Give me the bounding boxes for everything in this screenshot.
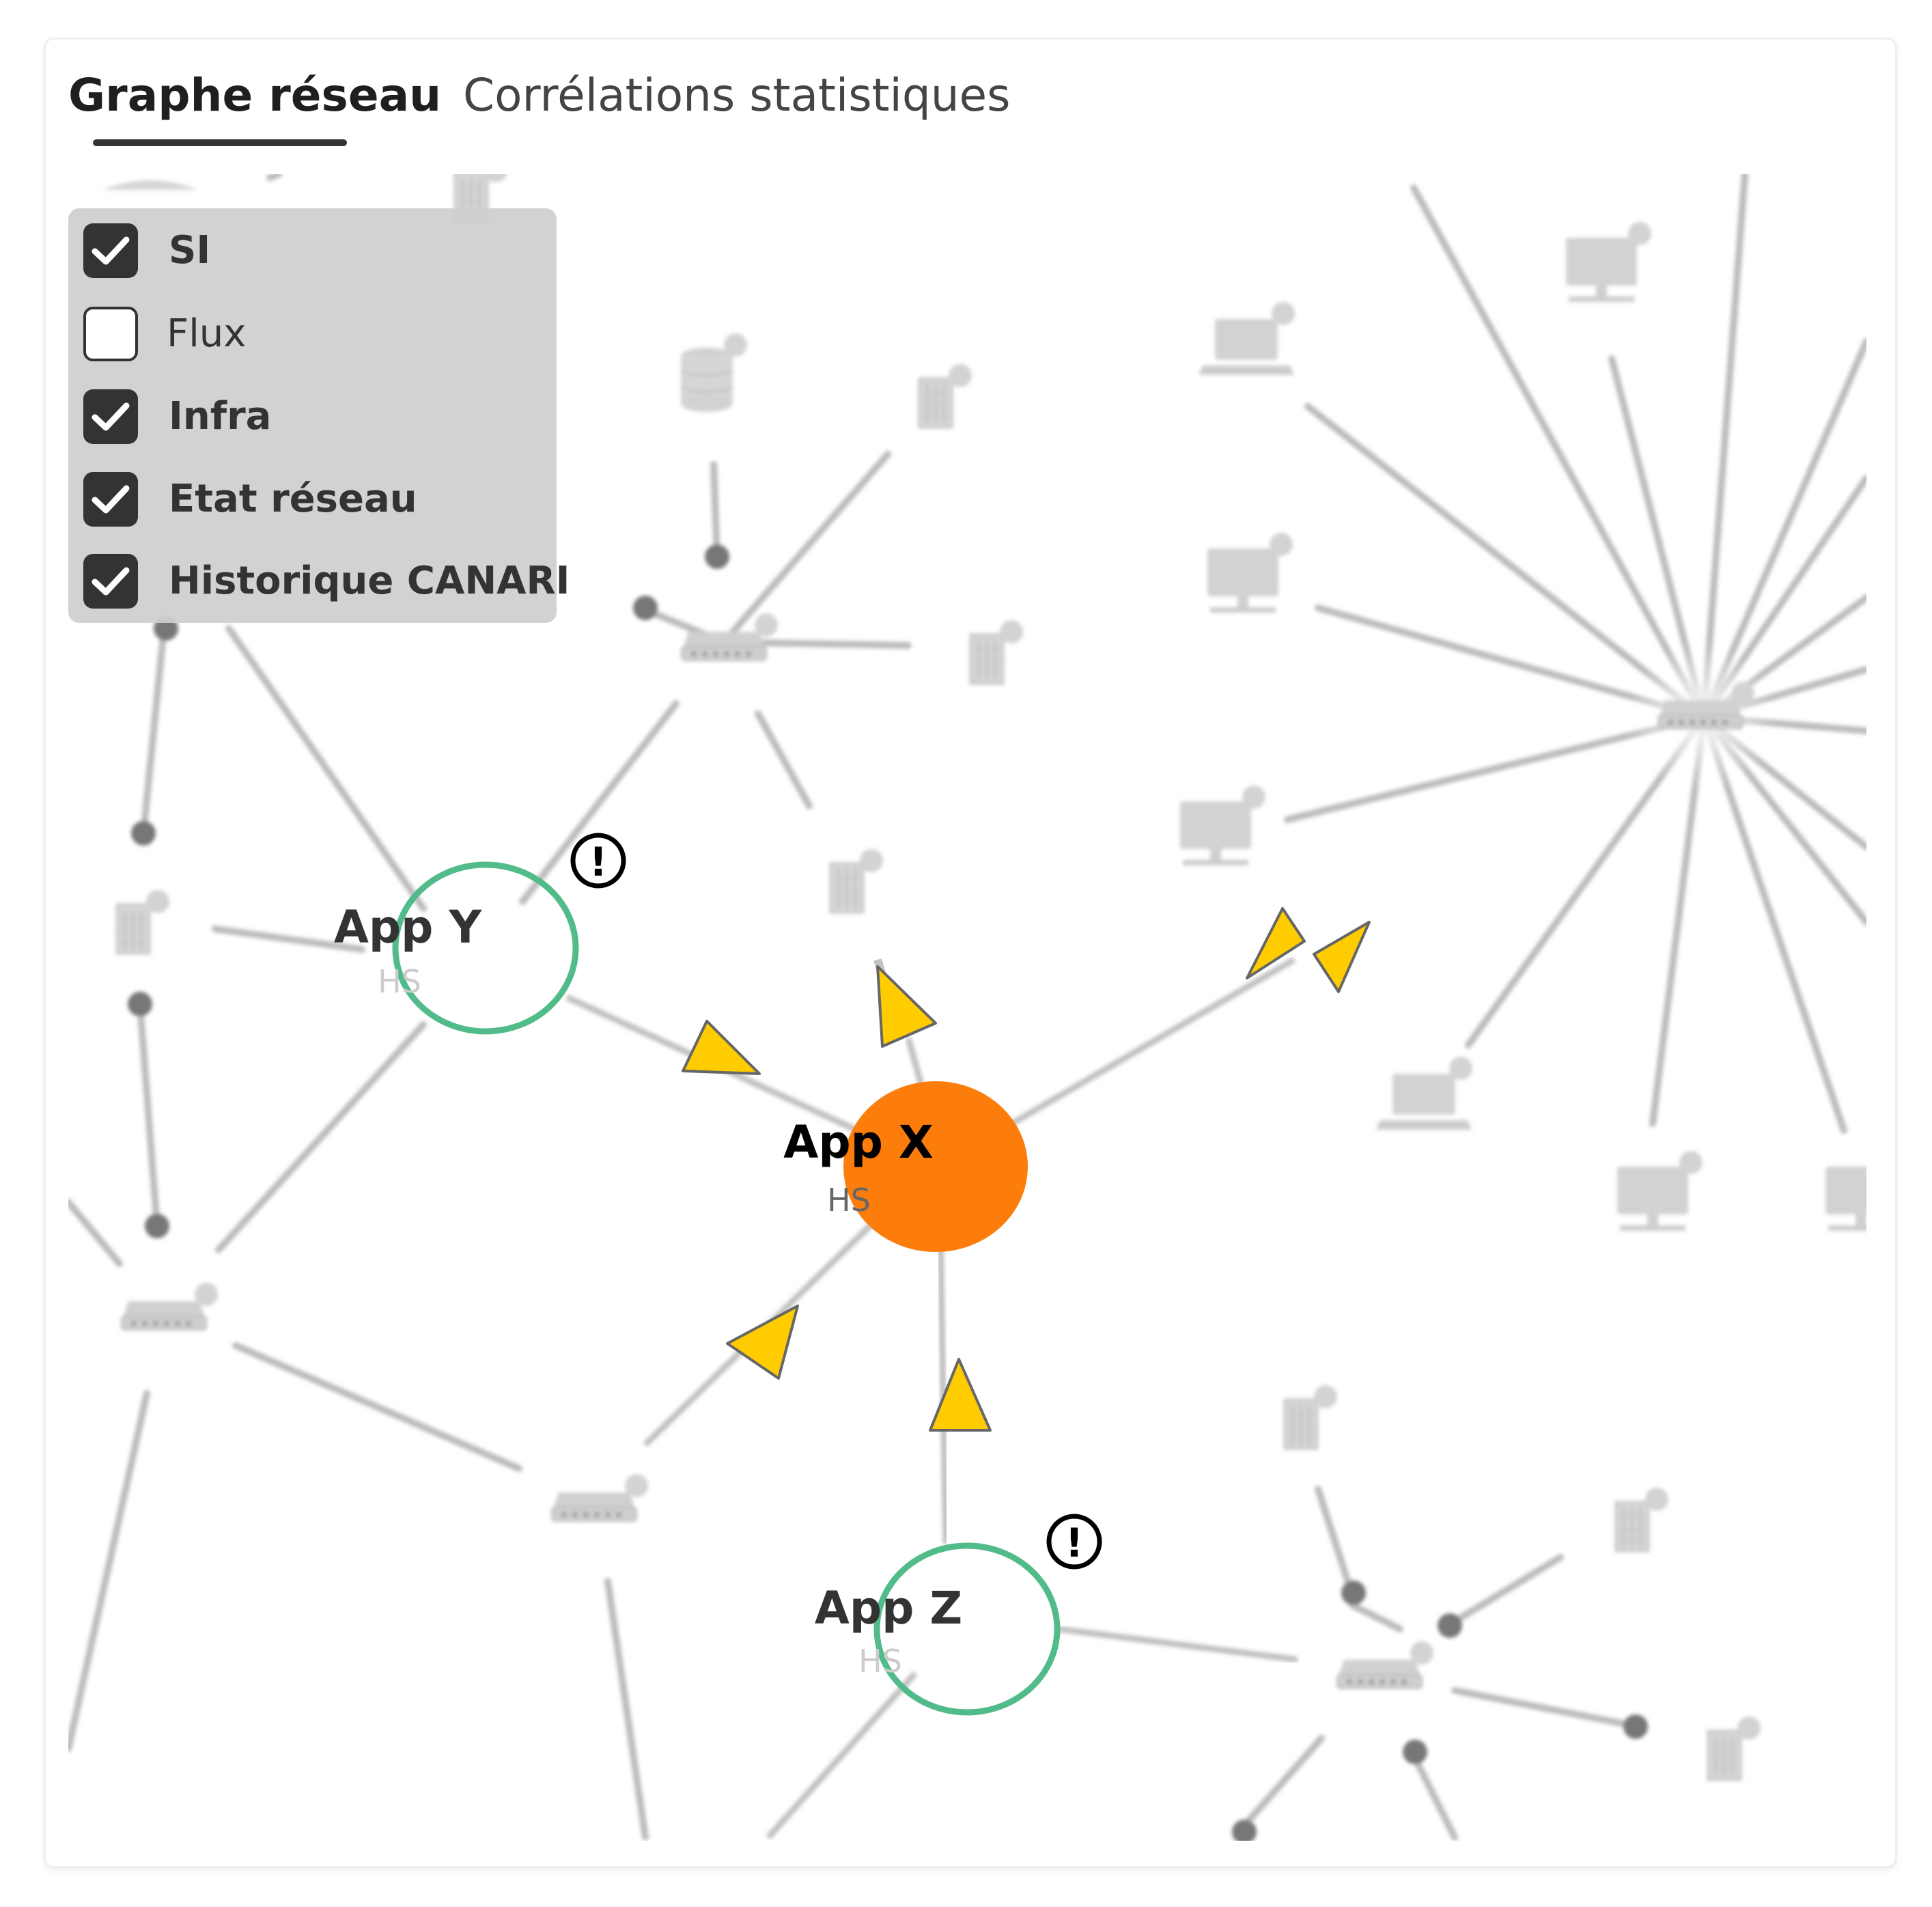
svg-text:!: ! [589, 839, 607, 885]
node-app-x[interactable]: App X HS [783, 1081, 1028, 1252]
legend-label: SI [169, 228, 211, 273]
checkbox-checked[interactable] [83, 389, 138, 444]
checkbox-checked[interactable] [83, 554, 138, 609]
arrow-right-2 [1313, 921, 1371, 993]
legend-label: Etat réseau [169, 477, 417, 521]
checkbox-unchecked[interactable] [83, 307, 138, 361]
app-y-ring[interactable] [392, 861, 579, 1035]
arrow-right-1 [1246, 907, 1306, 979]
direction-arrows [682, 907, 1371, 1432]
checkmark-icon [92, 485, 130, 514]
app-x-circle[interactable] [843, 1081, 1028, 1252]
arrow-x-up [876, 965, 937, 1048]
legend-label: Infra [169, 394, 272, 439]
checkmark-icon [92, 567, 130, 596]
app-z-label: App Z [815, 1582, 962, 1634]
svg-text:!: ! [1065, 1520, 1083, 1566]
alert-icon: ! [570, 833, 626, 889]
checkmark-icon [92, 236, 130, 265]
node-app-z[interactable]: App Z HS ! [815, 1514, 1102, 1716]
arrow-z-to-x [929, 1358, 992, 1432]
legend-label: Historique CANARI [169, 559, 570, 603]
app-x-label: App X [783, 1116, 933, 1169]
arrow-down-left [726, 1305, 799, 1380]
app-x-status: HS [827, 1182, 871, 1219]
network-graph[interactable]: App X HS App Y HS ! App Z HS ! [68, 174, 1866, 1841]
checkmark-icon [92, 402, 130, 431]
app-z-ring[interactable] [873, 1542, 1061, 1716]
alert-icon: ! [1046, 1514, 1102, 1570]
legend-label: Flux [167, 311, 247, 356]
arrow-y-to-x [682, 1020, 761, 1075]
app-y-status: HS [378, 963, 421, 1000]
tab-correlations-statistiques[interactable]: Corrélations statistiques [463, 69, 1011, 122]
node-app-y[interactable]: App Y HS ! [334, 833, 626, 1035]
checkbox-checked[interactable] [83, 472, 138, 527]
active-tab-indicator [93, 139, 347, 146]
app-y-label: App Y [334, 901, 483, 954]
app-z-status: HS [858, 1643, 902, 1680]
tab-graphe-reseau[interactable]: Graphe réseau [68, 69, 442, 122]
background-network [68, 174, 1866, 1841]
layer-legend: SI Flux Infra Etat réseau Historique CAN… [68, 208, 570, 623]
checkbox-checked[interactable] [83, 223, 138, 278]
